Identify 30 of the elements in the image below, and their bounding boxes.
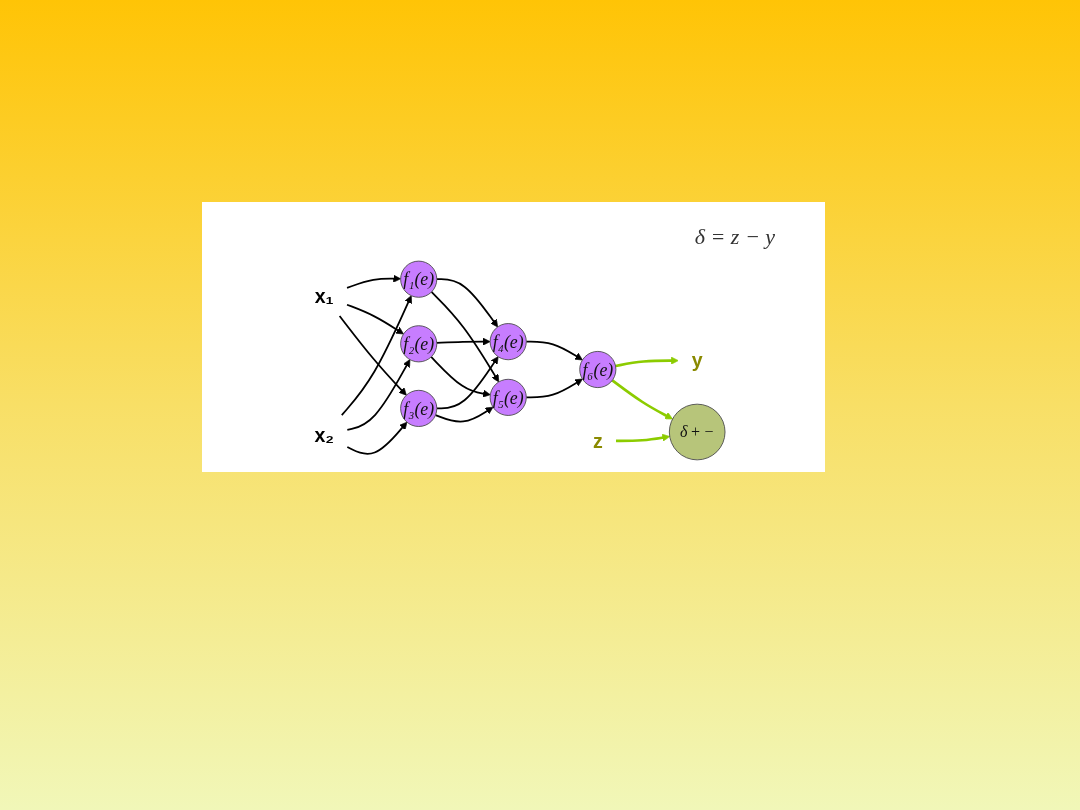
arrow: [346, 274, 402, 289]
arrow: [339, 315, 408, 396]
node-circle: [579, 350, 617, 389]
arrow: [435, 406, 494, 423]
arrow: [611, 379, 674, 420]
node-circle: [400, 325, 438, 363]
arrow: [346, 359, 411, 431]
node-text: y: [692, 349, 704, 372]
node-circle: [400, 260, 438, 298]
node-circle: [669, 403, 726, 461]
arrow: [525, 378, 584, 399]
node-text: x₂: [314, 423, 335, 447]
arrow: [615, 356, 680, 368]
node-circle: [490, 323, 528, 361]
node-text: x₁: [315, 284, 335, 308]
arrow: [341, 295, 413, 416]
diagram-panel: δ = z − y x₁ x₂ f₁(e) f₂(e) f₃(e) f₄(e) f₅(e) f₆(e) z δ+− y: [202, 202, 825, 472]
arrow: [346, 421, 408, 455]
node-circle: [490, 378, 528, 416]
arrow: [525, 340, 584, 361]
node-text: z: [593, 429, 604, 453]
node-circle: [400, 389, 438, 427]
arrow: [616, 433, 671, 443]
arrow: [436, 337, 491, 346]
arrow: [431, 291, 500, 383]
formula-label: δ = z − y: [694, 224, 775, 250]
arrow: [346, 303, 405, 335]
arrow: [430, 356, 492, 398]
arrow: [436, 356, 499, 410]
arrow: [436, 278, 499, 328]
